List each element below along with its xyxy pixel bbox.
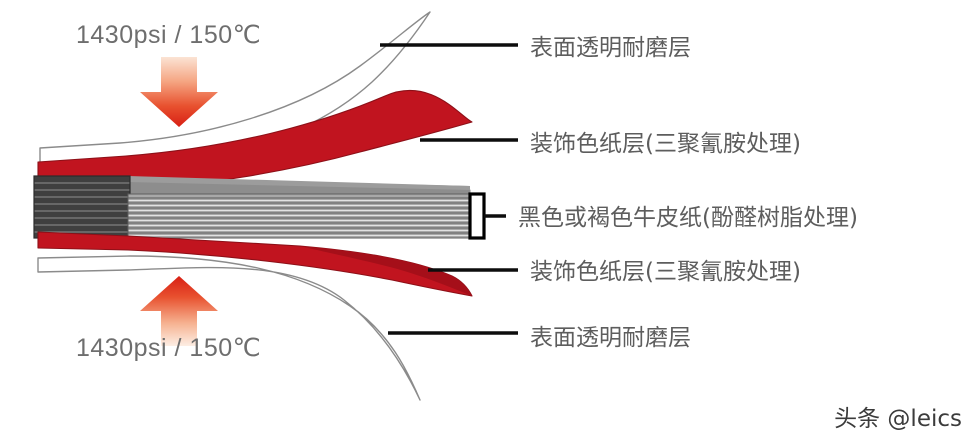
layer-label-overlay-top: 表面透明耐磨层 — [530, 35, 691, 61]
layer-label-kraft-core: 黑色或褐色牛皮纸(酚醛树脂处理) — [518, 205, 858, 231]
pressure-arrow-bottom — [140, 276, 218, 346]
layer-overlay-bottom — [37, 255, 421, 401]
pressure-arrow-top — [140, 57, 218, 127]
leader-lines — [380, 43, 518, 335]
layer-label-decor-paper-bottom: 装饰色纸层(三聚氰胺处理) — [530, 259, 801, 285]
layer-kraft-core — [33, 175, 486, 240]
layer-decor-paper-top — [37, 89, 473, 193]
watermark: 头条 @leics — [834, 406, 962, 432]
core-striped-face — [127, 193, 471, 239]
layer-label-decor-paper-top: 装饰色纸层(三聚氰胺处理) — [530, 131, 801, 157]
core-left-edge-stack — [33, 175, 131, 239]
core-thickness-bracket — [468, 192, 486, 240]
pressure-label-top: 1430psi / 150℃ — [76, 21, 262, 49]
pressure-label-bottom: 1430psi / 150℃ — [76, 334, 262, 362]
layer-label-overlay-bottom: 表面透明耐磨层 — [530, 325, 691, 351]
